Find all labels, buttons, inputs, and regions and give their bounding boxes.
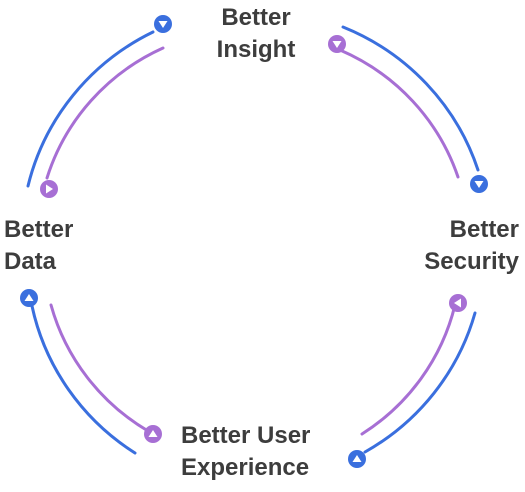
node-label-data-line2: Data: [4, 248, 57, 275]
arc-experience-to-data-outer: [30, 304, 137, 455]
purple-circle-triangle-icon: [449, 294, 467, 312]
node-label-security: Better Security: [395, 214, 519, 278]
arc-insight-to-security-inner: [338, 48, 460, 179]
purple-circle-triangle-icon: [328, 35, 346, 53]
arc-experience-to-data-inner: [49, 303, 150, 433]
blue-circle-triangle-icon: [470, 175, 488, 193]
blue-circle-triangle-icon: [154, 15, 172, 33]
blue-circle-triangle-icon: [20, 289, 38, 307]
arc-security-to-experience-inner: [360, 303, 457, 436]
node-label-experience-line1: Better User: [181, 422, 311, 449]
node-label-insight-line2: Insight: [216, 36, 296, 63]
node-label-data: Better Data: [4, 214, 94, 278]
node-label-security-line2: Security: [424, 248, 519, 275]
arc-data-to-insight-inner: [45, 46, 165, 180]
purple-circle-triangle-icon: [144, 425, 162, 443]
purple-circle-triangle-icon: [40, 180, 58, 198]
node-label-experience-line2: Experience: [181, 454, 310, 481]
node-label-experience: Better User Experience: [181, 420, 341, 484]
arc-data-to-insight-outer: [26, 30, 155, 188]
blue-circle-triangle-icon: [348, 450, 366, 468]
arc-insight-to-security-outer: [341, 25, 480, 172]
node-label-insight: Better Insight: [196, 2, 316, 66]
arc-security-to-experience-outer: [363, 311, 477, 454]
node-label-security-line1: Better: [449, 216, 519, 243]
node-label-data-line1: Better: [4, 216, 74, 243]
node-label-insight-line1: Better: [221, 4, 291, 31]
